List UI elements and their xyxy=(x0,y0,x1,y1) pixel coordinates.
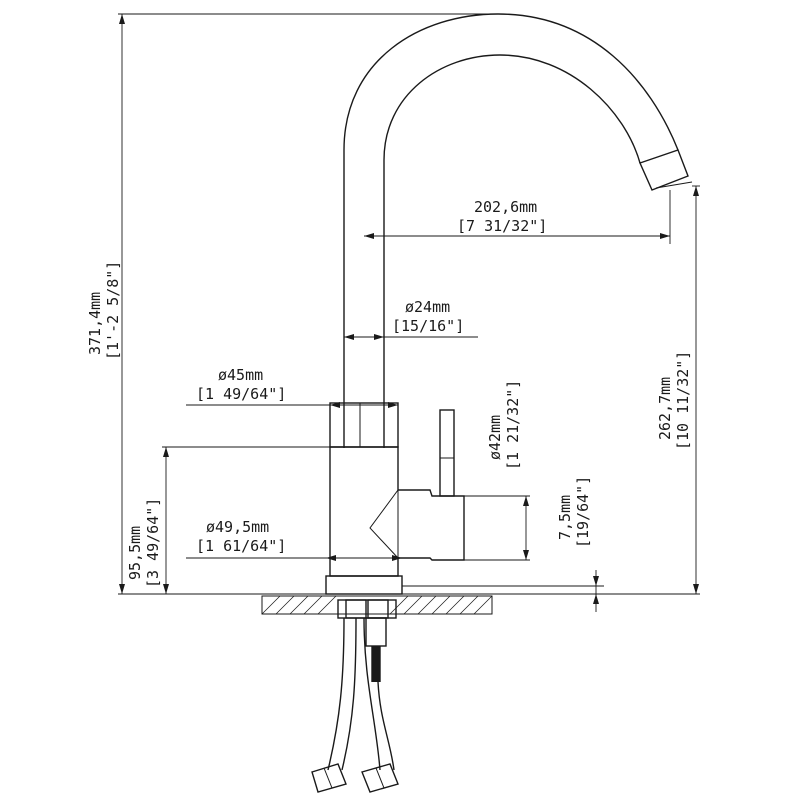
body-top-ring xyxy=(329,402,399,448)
spout-height-imperial: [10 11/32"] xyxy=(674,351,692,450)
spout-diameter-imperial: [15/16"] xyxy=(392,317,464,335)
spout-reach-imperial: [7 31/32"] xyxy=(457,217,547,235)
body-height-imperial: [3 49/64"] xyxy=(144,498,162,588)
base-height-imperial: [19/64"] xyxy=(574,476,592,548)
countertop xyxy=(261,595,493,619)
dimension-lines xyxy=(118,13,700,612)
body-cartridge-cut xyxy=(369,489,399,559)
aerator-line xyxy=(655,181,693,189)
spout-aerator xyxy=(639,149,689,191)
faucet-base xyxy=(325,575,403,595)
total-height-metric: 371,4mm xyxy=(86,292,104,355)
body-height-metric: 95,5mm xyxy=(126,526,144,580)
body-base-diameter-imperial: [1 61/64"] xyxy=(196,537,286,555)
handle-lever xyxy=(439,409,455,497)
body-top-diameter-metric: ø45mm xyxy=(218,366,263,384)
faucet-outline xyxy=(325,13,693,595)
handle-diameter-metric: ø42mm xyxy=(486,415,504,460)
spout-inner-curve xyxy=(383,54,641,448)
spout-diameter-metric: ø24mm xyxy=(405,298,450,316)
body-base-diameter-metric: ø49,5mm xyxy=(206,518,269,536)
dimension-labels: 202,6mm [7 31/32"] ø24mm [15/16"] ø45mm … xyxy=(86,198,692,588)
total-height-imperial: [1'-2 5/8"] xyxy=(104,261,122,360)
base-height-metric: 7,5mm xyxy=(556,495,574,540)
body-top-diameter-imperial: [1 49/64"] xyxy=(196,385,286,403)
hose-fitting-right xyxy=(361,763,399,793)
spout-height-metric: 262,7mm xyxy=(656,377,674,440)
handle-diameter-imperial: [1 21/32"] xyxy=(504,380,522,470)
supply-hoses xyxy=(311,617,399,793)
hose-fitting-left xyxy=(311,763,347,793)
spout-reach-metric: 202,6mm xyxy=(474,198,537,216)
